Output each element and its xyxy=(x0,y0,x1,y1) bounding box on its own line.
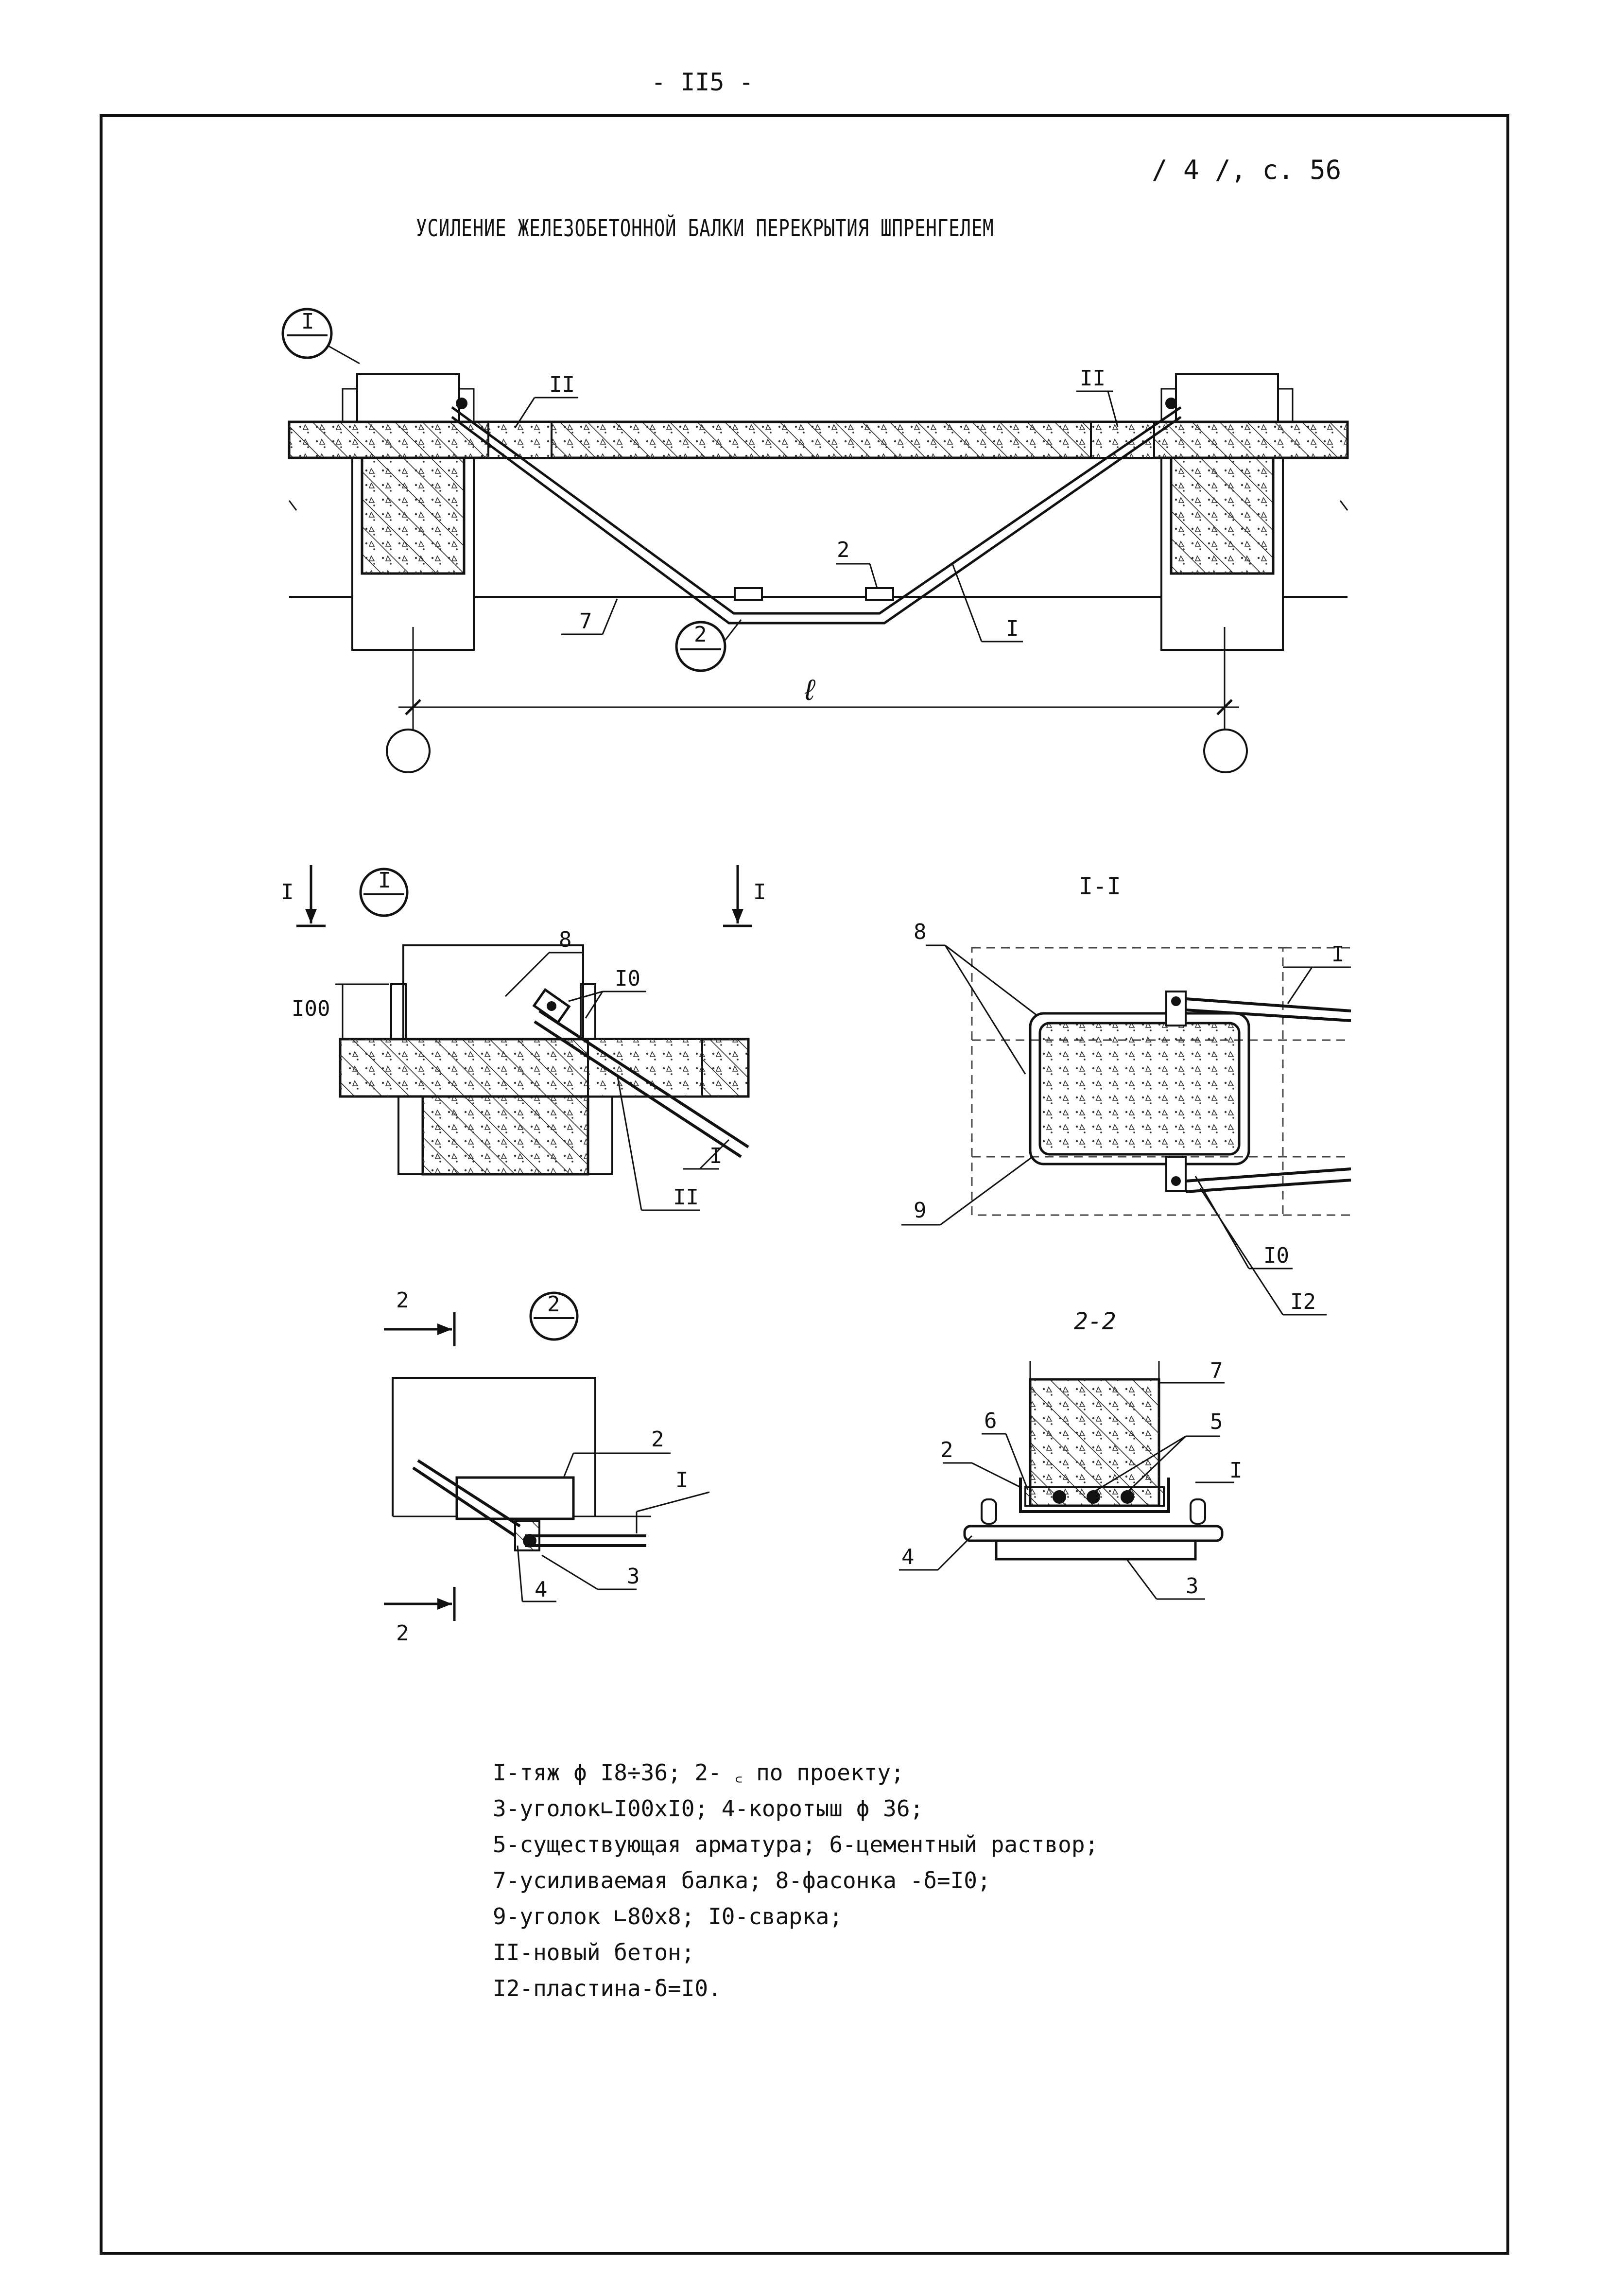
upper-column-right xyxy=(1175,373,1279,423)
section-2-label-4: 4 xyxy=(901,1545,915,1569)
detail-1-tie-rod xyxy=(538,1009,749,1148)
upper-column-left xyxy=(356,373,460,423)
section-2-angle xyxy=(995,1539,1197,1561)
section-I-I: I-I 8 I 9 I0 I2 xyxy=(901,873,1351,1316)
span-label: ℓ xyxy=(801,673,818,707)
detail-2-channel xyxy=(455,1476,575,1520)
support-pad-right xyxy=(865,587,894,601)
section-2-label-I: I xyxy=(1229,1458,1243,1483)
right-column xyxy=(1160,457,1284,651)
legend-item: 9-уголок ∟80x8; I0-сварка; xyxy=(493,1903,843,1930)
source-reference: / 4 /, с. 56 xyxy=(1152,155,1342,185)
axis-marker-right xyxy=(1203,729,1248,773)
detail-1-callout: I xyxy=(378,868,391,893)
detail-2-cut-bottom: 2 xyxy=(396,1621,409,1646)
detail-2-marker xyxy=(529,1291,579,1341)
section-2-stub xyxy=(963,1525,1224,1542)
detail-2-label-4: 4 xyxy=(535,1577,548,1602)
section-1-label-I: I xyxy=(1331,942,1345,967)
section-2-label-2: 2 xyxy=(940,1438,953,1462)
section-2-label-6: 6 xyxy=(984,1409,997,1433)
support-pad-left xyxy=(734,587,763,601)
detail-support: 2 2 2 2 I 4 3 xyxy=(384,1288,710,1646)
callout-marker-1 xyxy=(281,308,333,359)
detail-1-label-I: I xyxy=(709,1144,723,1168)
detail-2-callout: 2 xyxy=(547,1292,560,1317)
label-II-left: II xyxy=(549,372,575,397)
section-2-label-3: 3 xyxy=(1186,1574,1199,1599)
callout-2-label: 2 xyxy=(694,622,707,647)
detail-2-tie-rod xyxy=(412,1466,516,1537)
detail-anchor: I I I I00 8 xyxy=(281,865,766,1211)
section-1-label-9: 9 xyxy=(914,1198,927,1223)
legend-item: 5-существующая арматура; 6-цементный рас… xyxy=(493,1831,1099,1858)
drawing-title: УСИЛЕНИЕ ЖЕЛЕЗОБЕТОННОЙ БАЛКИ ПЕРЕКРЫТИЯ… xyxy=(416,215,994,242)
label-7-main: 7 xyxy=(579,609,592,634)
label-I-main: I xyxy=(1006,616,1019,641)
detail-2-label-3: 3 xyxy=(627,1564,640,1589)
legend-item: 7-усиливаемая балка; 8-фасонка -δ=I0; xyxy=(493,1867,991,1894)
section-2-label-7: 7 xyxy=(1210,1358,1223,1383)
tie-rod-upper xyxy=(451,406,1182,615)
detail-1-column xyxy=(402,944,584,1040)
tie-rod-lower xyxy=(451,416,1182,625)
callout-marker-2 xyxy=(675,621,726,672)
main-elevation: I 2 II II 2 7 I ℓ xyxy=(281,308,1349,773)
legend-item: I2-пластина-δ=I0. xyxy=(493,1975,722,2001)
section-1-label-8: 8 xyxy=(914,920,927,944)
detail-1-label-8: 8 xyxy=(559,927,572,952)
detail-1-cut-left: I xyxy=(281,880,294,904)
detail-2-label-2: 2 xyxy=(651,1427,664,1452)
section-1-label-12: I2 xyxy=(1290,1289,1316,1314)
page-number: - II5 - xyxy=(651,68,754,96)
section-2-title: 2-2 xyxy=(1074,1308,1116,1335)
callout-1-label: I xyxy=(301,309,314,334)
section-1-label-10: I0 xyxy=(1263,1243,1289,1268)
sheet-frame xyxy=(100,114,1509,2255)
axis-marker-left xyxy=(386,729,431,773)
detail-1-label-II: II xyxy=(673,1185,699,1210)
legend-item: II-новый бетон; xyxy=(493,1939,695,1966)
detail-1-label-10: I0 xyxy=(615,966,640,991)
section-2-label-5: 5 xyxy=(1210,1409,1223,1434)
section-1-beam xyxy=(1038,1022,1241,1156)
section-1-gusset xyxy=(1029,1012,1250,1165)
detail-1-marker xyxy=(359,868,409,917)
label-2-main: 2 xyxy=(837,538,850,562)
legend: I-тяж ϕ I8÷36; 2- ꜀ по проекту; 3-уголок… xyxy=(493,1755,1098,2006)
legend-item: 3-уголок∟I00xI0; 4-коротыш ϕ 36; xyxy=(493,1795,924,1822)
detail-2-cut-top: 2 xyxy=(396,1288,409,1313)
label-II-right: II xyxy=(1080,366,1106,391)
legend-item: I-тяж ϕ I8÷36; 2- ꜀ по проекту; xyxy=(493,1759,904,1786)
section-2-2: 2-2 7 6 5 2 I 4 xyxy=(899,1308,1243,1600)
section-1-title: I-I xyxy=(1079,873,1121,900)
detail-2-label-I: I xyxy=(675,1468,689,1493)
detail-1-dimension: I00 xyxy=(292,996,330,1021)
detail-1-cut-right: I xyxy=(753,880,766,904)
section-2-channel xyxy=(1019,1478,1170,1513)
